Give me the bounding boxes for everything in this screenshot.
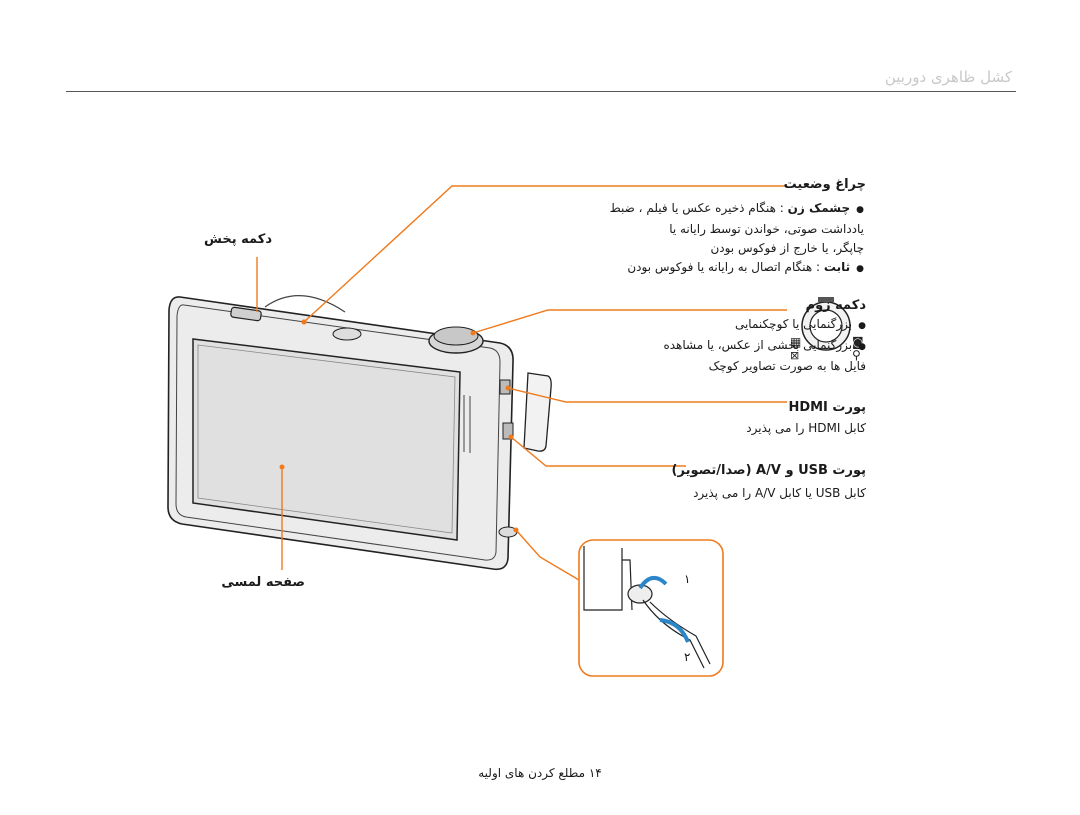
hdmi-port-title: پورت HDMI [788, 400, 866, 415]
port-cover [523, 372, 552, 452]
touch-screen-label: صفحه لمسی [221, 575, 305, 590]
status-lamp-title: چراغ وضعیت [783, 177, 866, 192]
page-number: ۱۴ [588, 766, 602, 780]
lcd-screen [192, 338, 461, 541]
footer-section-title: مطلع کردن های اولیه [478, 766, 586, 780]
shutter-button [230, 306, 262, 322]
zoom-item-2: بزرگنمایی بخشی از عکس، یا مشاهده [663, 336, 866, 357]
camera-frame [175, 304, 501, 561]
lcd-inner [197, 344, 456, 534]
lens-bump [264, 295, 346, 313]
status-lamp-blink-line: چشمک زن : هنگام ذخیره عکس یا فیلم ، ضبط [610, 199, 864, 220]
status-lamp-line-3: چاپگر، یا خارج از فوکوس بودن [710, 241, 864, 255]
page-header-title: کشل ظاهری دوربین [884, 68, 1012, 86]
callout-lines [256, 185, 787, 581]
hdmi-port-desc: کابل HDMI را می پذیرد [746, 421, 866, 435]
header-rule [66, 91, 1016, 92]
strap-inset-illustration [583, 546, 711, 669]
strap-step-1: ۱ [684, 572, 691, 586]
mode-button [332, 327, 362, 341]
speaker-grille [463, 395, 471, 453]
page-footer: ۱۴ مطلع کردن های اولیه [0, 766, 1080, 780]
strap-step-2: ۲ [684, 650, 691, 664]
zoom-button-title: دکمه زوم [805, 298, 866, 313]
strap-inset-frame [578, 539, 724, 677]
zoom-item-3: فایل ها به صورت تصاویر کوچک [708, 359, 866, 373]
status-lamp-solid-line: ثابت : هنگام اتصال به رایانه یا فوکوس بو… [610, 258, 864, 279]
playback-button-label: دکمه پخش [204, 232, 272, 247]
usb-port-desc: کابل USB یا کابل A/V را می پذیرد [693, 486, 866, 500]
strap-arrow-2 [659, 618, 690, 643]
zoom-dial-top [433, 326, 479, 346]
usb-port-title: پورت USB و A/V (صدا/تصویر) [671, 463, 866, 478]
zoom-item-1: بزرگنمایی یا کوچکنمایی [663, 315, 866, 336]
strap-arrow-1 [638, 576, 668, 590]
callout-dots [279, 319, 519, 533]
status-lamp-line-2: یادداشت صوتی، خواندن توسط رایانه یا [669, 222, 864, 236]
usb-port [502, 422, 514, 440]
